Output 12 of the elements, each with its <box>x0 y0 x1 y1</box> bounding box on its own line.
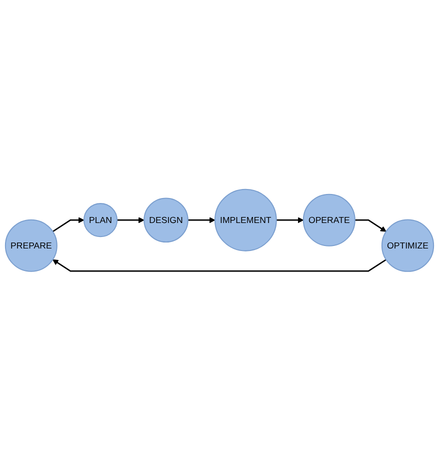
node-circle: PLAN <box>83 203 118 238</box>
node-circle: IMPLEMENT <box>214 188 277 252</box>
arrow <box>188 217 216 224</box>
node-circle: OPERATE <box>302 194 356 246</box>
arrow <box>117 217 144 224</box>
arrow <box>52 259 386 272</box>
node-circle: DESIGN <box>144 198 188 243</box>
arrow <box>52 217 84 232</box>
arrow <box>276 217 304 224</box>
node-circle: OPTIMIZE <box>381 219 434 272</box>
arrow <box>354 220 386 232</box>
node-circle: PREPARE <box>4 219 58 272</box>
